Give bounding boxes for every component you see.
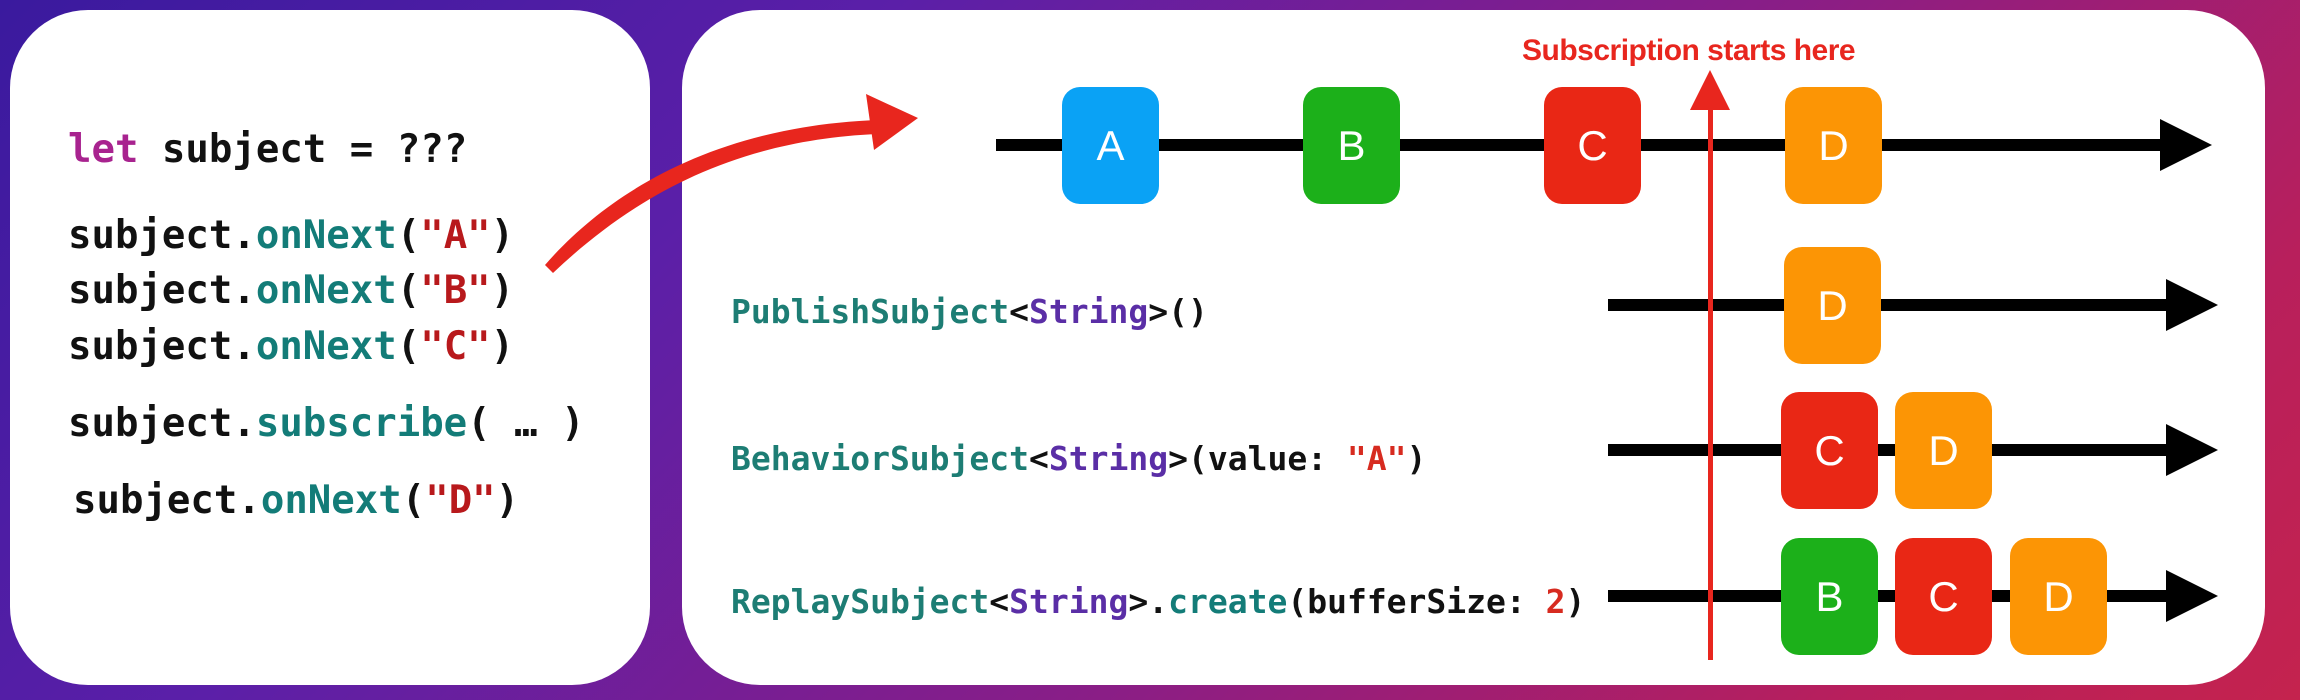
code-token: let [68,127,139,172]
code-token: BehaviorSubject [731,439,1030,478]
subscription-arrow-icon [1690,70,1730,110]
code-token: subject. [68,268,256,313]
code-token: ( [396,324,421,369]
code-token: < [1029,439,1049,478]
marble-c: C [1781,392,1878,509]
code-token: PublishSubject [731,292,1010,331]
marble-c: C [1544,87,1641,204]
marble-d: D [1895,392,1992,509]
code-token: ( … ) [467,401,585,446]
code-token: subject. [68,213,256,258]
marble-d: D [2010,538,2107,655]
code-token: String [1009,582,1129,621]
publish-stream-line [1608,299,2166,311]
code-token: ( [396,213,421,258]
code-token: ( [401,478,426,523]
replay-stream-arrow-icon [2166,570,2218,622]
code-token: "D" [425,478,496,523]
code-token: onNext [255,213,397,258]
code-token: String [1048,439,1169,478]
marble-c: C [1895,538,1992,655]
code-token: ) [495,478,520,523]
marble-diagram-panel [682,10,2265,685]
code-token: "B" [420,268,491,313]
marble-b: B [1781,538,1878,655]
code-token: subject. [68,401,256,446]
code-token: ) [490,268,515,313]
code-token: 2 [1545,582,1566,621]
code-token: ReplaySubject [731,582,990,621]
code-token: onNext [260,478,402,523]
code-token: ) [1565,582,1586,621]
publish-stream-arrow-icon [2166,279,2218,331]
code-line-subscribe: subject.subscribe( … ) [68,401,585,446]
source-stream-arrow-icon [2160,119,2212,171]
behavior-stream-arrow-icon [2166,424,2218,476]
code-token: "A" [420,213,491,258]
code-token: onNext [255,324,397,369]
code-line-declaration: let subject = ??? [68,127,467,172]
code-token: subject. [68,324,256,369]
marble-a: A [1062,87,1159,204]
subscription-label: Subscription starts here [1522,34,1856,67]
code-token: >(value: [1168,439,1347,478]
code-token: >() [1148,292,1208,331]
code-token: ) [490,324,515,369]
code-token: < [989,582,1010,621]
code-token: ) [490,213,515,258]
code-token: ( [396,268,421,313]
code-token: (bufferSize: [1287,582,1546,621]
code-token: onNext [255,268,397,313]
publish-subject-label: PublishSubject<String>() [731,292,1208,331]
code-panel [10,10,650,685]
code-token: "A" [1346,439,1407,478]
code-token: subscribe [255,401,468,446]
code-line-onnext-b: subject.onNext("B") [68,268,514,313]
code-token: subject. [73,478,261,523]
code-token: subject = ??? [138,127,468,172]
code-token: create [1168,582,1288,621]
behavior-stream-line [1608,444,2166,456]
code-token: "C" [420,324,491,369]
code-line-onnext-c: subject.onNext("C") [68,324,514,369]
marble-d: D [1785,87,1882,204]
code-line-onnext-d: subject.onNext("D") [73,478,519,523]
code-token: String [1029,292,1149,331]
code-token: >. [1128,582,1169,621]
replay-subject-label: ReplaySubject<String>.create(bufferSize:… [731,582,1585,621]
marble-d: D [1784,247,1881,364]
code-token: ) [1406,439,1427,478]
code-line-onnext-a: subject.onNext("A") [68,213,514,258]
marble-b: B [1303,87,1400,204]
behavior-subject-label: BehaviorSubject<String>(value: "A") [731,439,1426,478]
subscription-marker-line [1708,104,1713,660]
code-token: < [1009,292,1030,331]
